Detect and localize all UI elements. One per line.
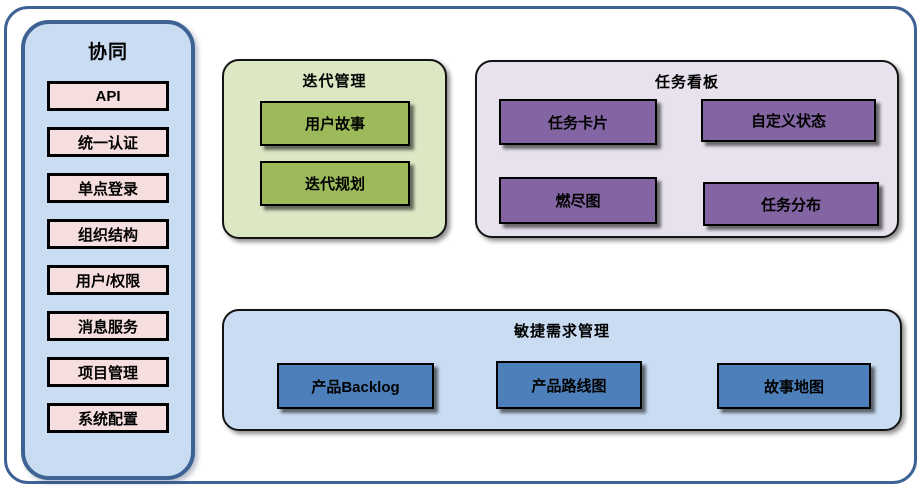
task-board-panel-title: 任务看板 (654, 74, 719, 91)
sidebar-item-system-config: 系统配置 (47, 403, 169, 433)
box-product-backlog: 产品Backlog (277, 363, 434, 409)
box-user-story: 用户故事 (260, 101, 410, 146)
panel-task-board: 任务看板 任务卡片 自定义状态 燃尽图 任务分布 (475, 60, 899, 238)
box-iteration-planning: 迭代规划 (260, 161, 410, 206)
sidebar-item-sso: 单点登录 (47, 173, 169, 203)
box-story-map: 故事地图 (717, 363, 871, 409)
sidebar-title: 协同 (87, 42, 128, 63)
box-custom-status: 自定义状态 (701, 99, 876, 142)
sidebar-item-user-permissions: 用户/权限 (47, 265, 169, 295)
agile-requirements-panel-title: 敏捷需求管理 (513, 323, 610, 340)
box-product-roadmap: 产品路线图 (496, 361, 642, 409)
diagram-outer-frame: 协同 API 统一认证 单点登录 组织结构 用户/权限 消息服务 项目管理 系统… (4, 6, 917, 484)
sidebar-item-api: API (47, 81, 169, 111)
box-burndown-chart: 燃尽图 (499, 177, 657, 224)
panel-iteration-management: 迭代管理 用户故事 迭代规划 (222, 59, 447, 239)
sidebar-item-project-management: 项目管理 (47, 357, 169, 387)
box-task-card: 任务卡片 (499, 99, 657, 145)
sidebar-item-org-structure: 组织结构 (47, 219, 169, 249)
sidebar-item-list: API 统一认证 单点登录 组织结构 用户/权限 消息服务 项目管理 系统配置 (25, 81, 191, 433)
iteration-panel-title: 迭代管理 (302, 73, 367, 90)
box-task-distribution: 任务分布 (703, 182, 879, 226)
collaboration-sidebar: 协同 API 统一认证 单点登录 组织结构 用户/权限 消息服务 项目管理 系统… (21, 20, 195, 480)
sidebar-item-unified-auth: 统一认证 (47, 127, 169, 157)
sidebar-item-message-service: 消息服务 (47, 311, 169, 341)
panel-agile-requirements: 敏捷需求管理 产品Backlog 产品路线图 故事地图 (222, 309, 902, 431)
